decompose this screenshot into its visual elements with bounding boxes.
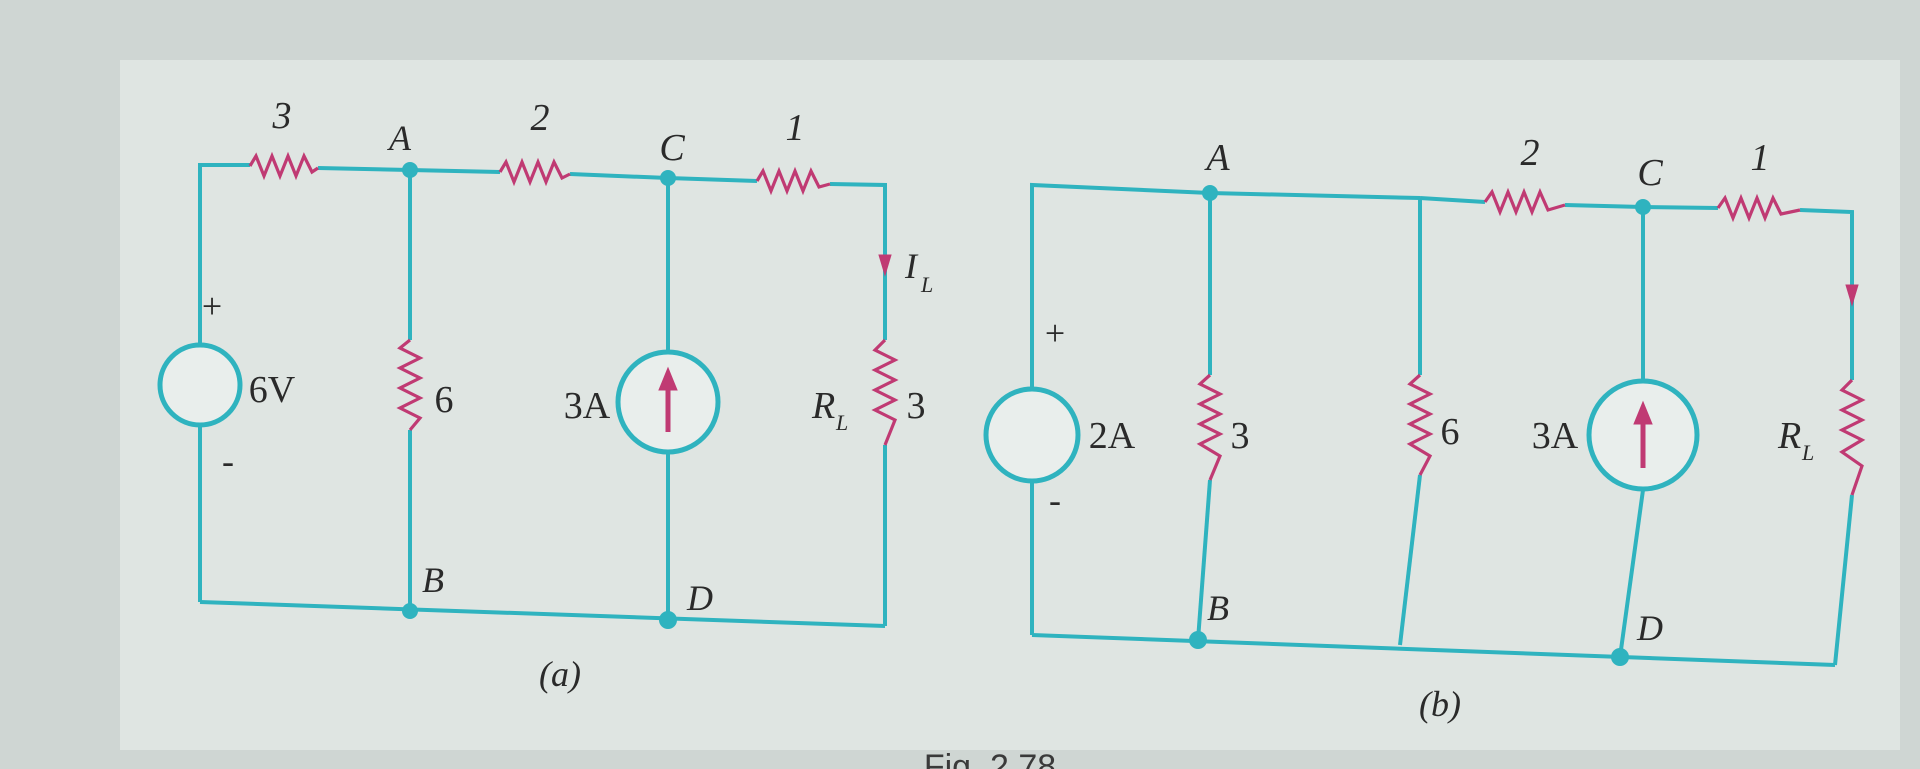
label-minus-a: - — [222, 441, 234, 481]
node-d-dot-b — [1611, 648, 1629, 666]
label-2a-b: 2A — [1089, 415, 1136, 457]
label-r1-a: 1 — [786, 107, 805, 149]
load-current-arrow-a-icon — [878, 254, 892, 277]
resistor-a-1 — [755, 166, 831, 196]
wire-b-mid-down2 — [1398, 474, 1422, 646]
wire-b-top-5 — [1799, 208, 1854, 280]
node-b-dot-a — [402, 603, 418, 619]
resistor-b-2 — [1483, 187, 1566, 217]
load-current-arrow-b-icon — [1845, 284, 1859, 307]
label-node-d-b: D — [1636, 608, 1663, 648]
label-r1-b: 1 — [1751, 137, 1770, 179]
wire-b-top-1 — [1209, 191, 1421, 200]
node-a-dot-a — [402, 162, 418, 178]
resistor-a-load — [871, 338, 899, 446]
voltage-source-a — [157, 342, 243, 428]
label-node-b-b: B — [1207, 588, 1229, 628]
wire-b-right2 — [1833, 494, 1854, 666]
label-r3-b: 3 — [1231, 415, 1250, 457]
label-node-c-b: C — [1637, 152, 1663, 194]
caption-a: (a) — [539, 654, 581, 694]
label-rl-a: R — [811, 385, 835, 427]
current-arrowhead-b-icon — [1633, 400, 1653, 425]
wire-a-top-2 — [409, 168, 501, 174]
label-rl-sub-a: L — [835, 410, 848, 435]
label-node-a-b: A — [1203, 137, 1230, 179]
label-il-sub-a: L — [920, 272, 933, 297]
label-node-a-a: A — [387, 118, 412, 158]
node-c-dot-b — [1635, 199, 1651, 215]
label-r6-b: 6 — [1441, 411, 1460, 453]
caption-b: (b) — [1419, 684, 1461, 724]
wire-b-left-top — [1030, 182, 1211, 392]
label-3a-b: 3A — [1532, 415, 1579, 457]
wire-b-bottom — [1031, 633, 1836, 667]
label-6v-a: 6V — [249, 369, 296, 411]
label-r2-b: 2 — [1521, 132, 1540, 174]
label-rl-b: R — [1777, 415, 1801, 457]
label-plus-b: + — [1045, 313, 1065, 353]
label-node-d-a: D — [686, 578, 713, 618]
wire-a-top-1 — [317, 166, 411, 172]
label-r2-a: 2 — [531, 97, 550, 139]
wire-a-top-3 — [569, 172, 669, 180]
wire-b-top-2 — [1419, 196, 1486, 204]
current-arrowhead-a-icon — [658, 366, 678, 391]
resistor-a-6 — [396, 338, 424, 432]
resistor-b-1 — [1716, 193, 1801, 223]
wire-b-node-a-down2 — [1196, 479, 1212, 641]
resistor-a-3 — [248, 151, 319, 181]
circuit-b: A 2 C 1 + - 2A 3 6 3A R L B D (b) — [983, 132, 1866, 724]
label-node-c-a: C — [659, 127, 685, 169]
source-b-2a — [983, 386, 1081, 484]
wire-b-top-3 — [1564, 203, 1644, 209]
wire-a-top-4 — [667, 176, 758, 183]
label-r6-a: 6 — [435, 379, 454, 421]
label-node-b-a: B — [422, 560, 444, 600]
label-3a-a: 3A — [564, 385, 611, 427]
label-rl3-a: 3 — [907, 385, 926, 427]
resistor-b-load — [1838, 378, 1866, 496]
node-a-dot-b — [1202, 185, 1218, 201]
resistor-a-2 — [498, 157, 571, 187]
wire-b-node-c-down2 — [1618, 489, 1645, 658]
circuit-a: 3 A 2 C 1 + - 6V 6 3A I L R L 3 B D (a) — [157, 95, 933, 694]
wire-a-top-5 — [829, 182, 887, 250]
resistor-b-6 — [1406, 373, 1434, 476]
figure-caption: Fig. 2.78 — [924, 748, 1056, 769]
label-minus-b: - — [1049, 480, 1061, 520]
resistor-b-3 — [1196, 373, 1224, 481]
label-plus-a: + — [202, 286, 222, 326]
label-r3-a: 3 — [272, 95, 292, 137]
node-c-dot-a — [660, 170, 676, 186]
wire-a-bottom — [199, 600, 886, 628]
label-rl-sub-b: L — [1801, 440, 1814, 465]
label-il-a: I — [904, 246, 919, 286]
node-b-dot-b — [1189, 631, 1207, 649]
wire-b-top-4 — [1642, 205, 1719, 210]
wire-a-left — [198, 163, 250, 345]
node-d-dot-a — [659, 611, 677, 629]
